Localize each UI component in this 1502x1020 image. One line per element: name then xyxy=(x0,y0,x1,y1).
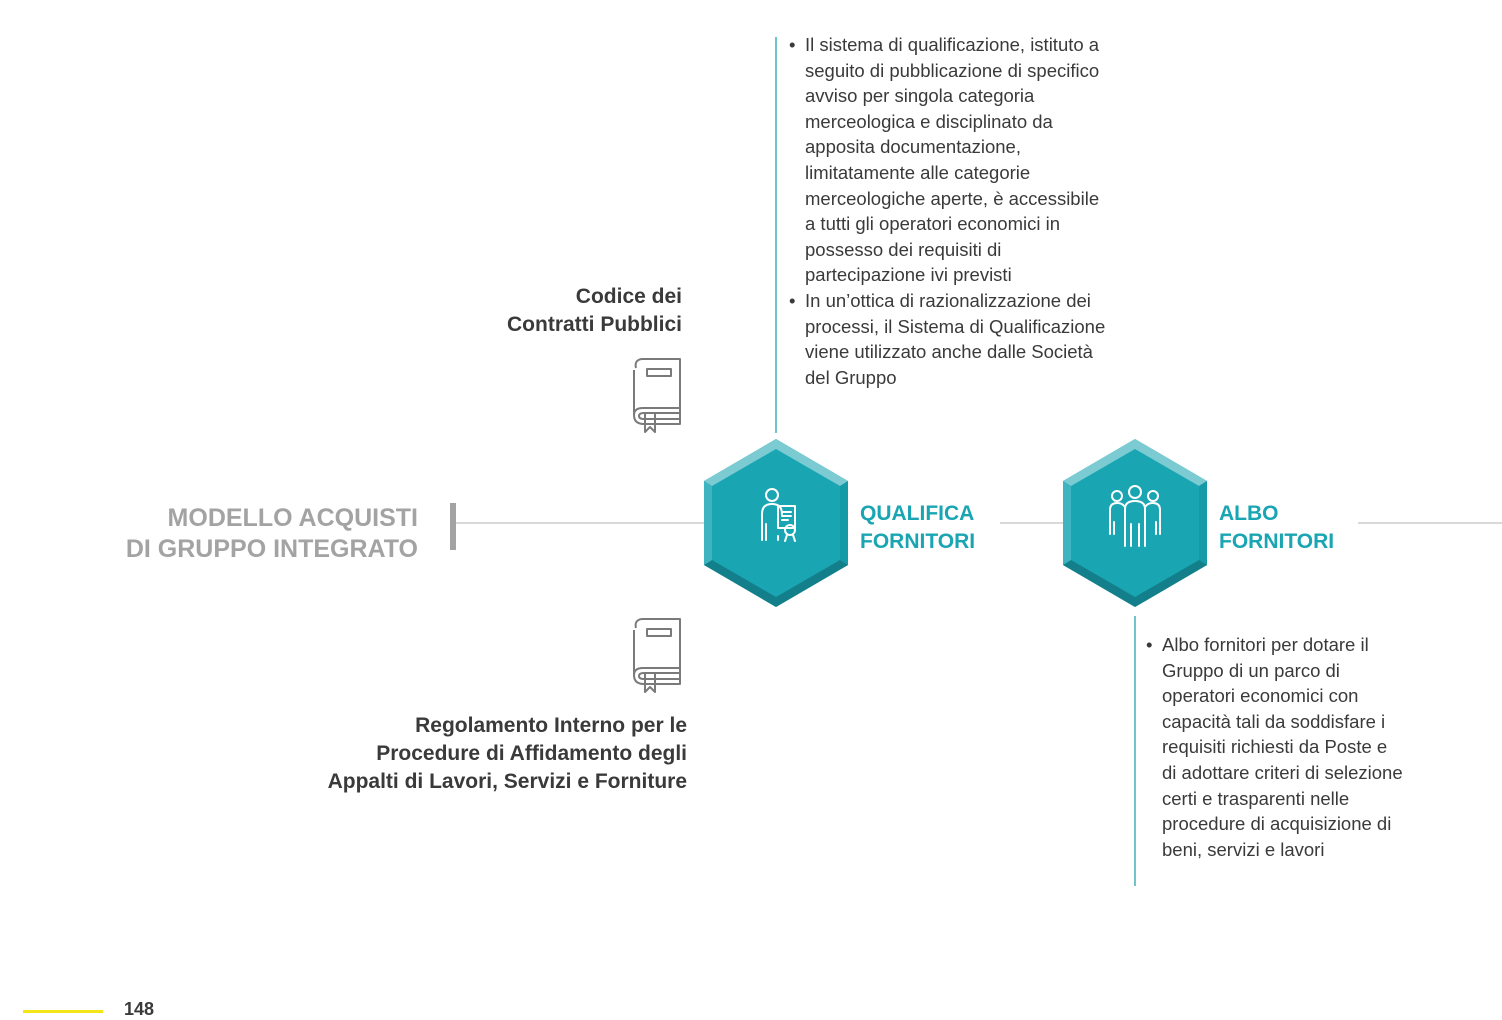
list-item: Albo fornitori per dotare il Gruppo di u… xyxy=(1146,632,1404,862)
codice-title: Codice dei Contratti Pubblici xyxy=(380,283,682,339)
person-certificate-icon xyxy=(761,488,796,542)
qualifica-hexagon xyxy=(704,439,848,607)
qualifica-label: QUALIFICA FORNITORI xyxy=(860,500,975,556)
codice-line2: Contratti Pubblici xyxy=(507,313,682,336)
list-item: In un’ottica di razionalizzazione dei pr… xyxy=(789,288,1107,390)
albo-label-line1: ALBO xyxy=(1219,502,1279,525)
qualifica-label-line1: QUALIFICA xyxy=(860,502,975,525)
page-accent-line xyxy=(23,1010,103,1013)
model-title-bar xyxy=(450,503,456,550)
regolamento-line2: Procedure di Affidamento degli xyxy=(376,742,687,765)
model-title: MODELLO ACQUISTI DI GRUPPO INTEGRATO xyxy=(40,503,418,565)
connector-left xyxy=(456,522,704,524)
codice-line1: Codice dei xyxy=(575,285,682,308)
book-icon xyxy=(633,618,681,693)
albo-bullets: Albo fornitori per dotare il Gruppo di u… xyxy=(1146,632,1404,862)
regolamento-title: Regolamento Interno per le Procedure di … xyxy=(200,712,687,796)
model-title-line2: DI GRUPPO INTEGRATO xyxy=(125,535,418,563)
qualifica-bullets: Il sistema di qualificazione, istituto a… xyxy=(789,32,1107,390)
albo-hexagon xyxy=(1063,439,1207,607)
people-group-icon xyxy=(1109,485,1161,547)
connector-middle xyxy=(1000,522,1064,524)
albo-label-line2: FORNITORI xyxy=(1219,530,1335,553)
page-number: 148 xyxy=(124,999,155,1019)
book-icon xyxy=(633,358,681,433)
regolamento-line1: Regolamento Interno per le xyxy=(415,714,687,737)
albo-label: ALBO FORNITORI xyxy=(1219,500,1334,556)
albo-text-line xyxy=(1134,616,1136,886)
model-title-line1: MODELLO ACQUISTI xyxy=(167,504,418,532)
list-item: Il sistema di qualificazione, istituto a… xyxy=(789,32,1107,288)
qualifica-label-line2: FORNITORI xyxy=(860,530,976,553)
regolamento-line3: Appalti di Lavori, Servizi e Forniture xyxy=(327,770,687,793)
qualifica-text-line xyxy=(775,37,777,433)
connector-right xyxy=(1358,522,1502,524)
